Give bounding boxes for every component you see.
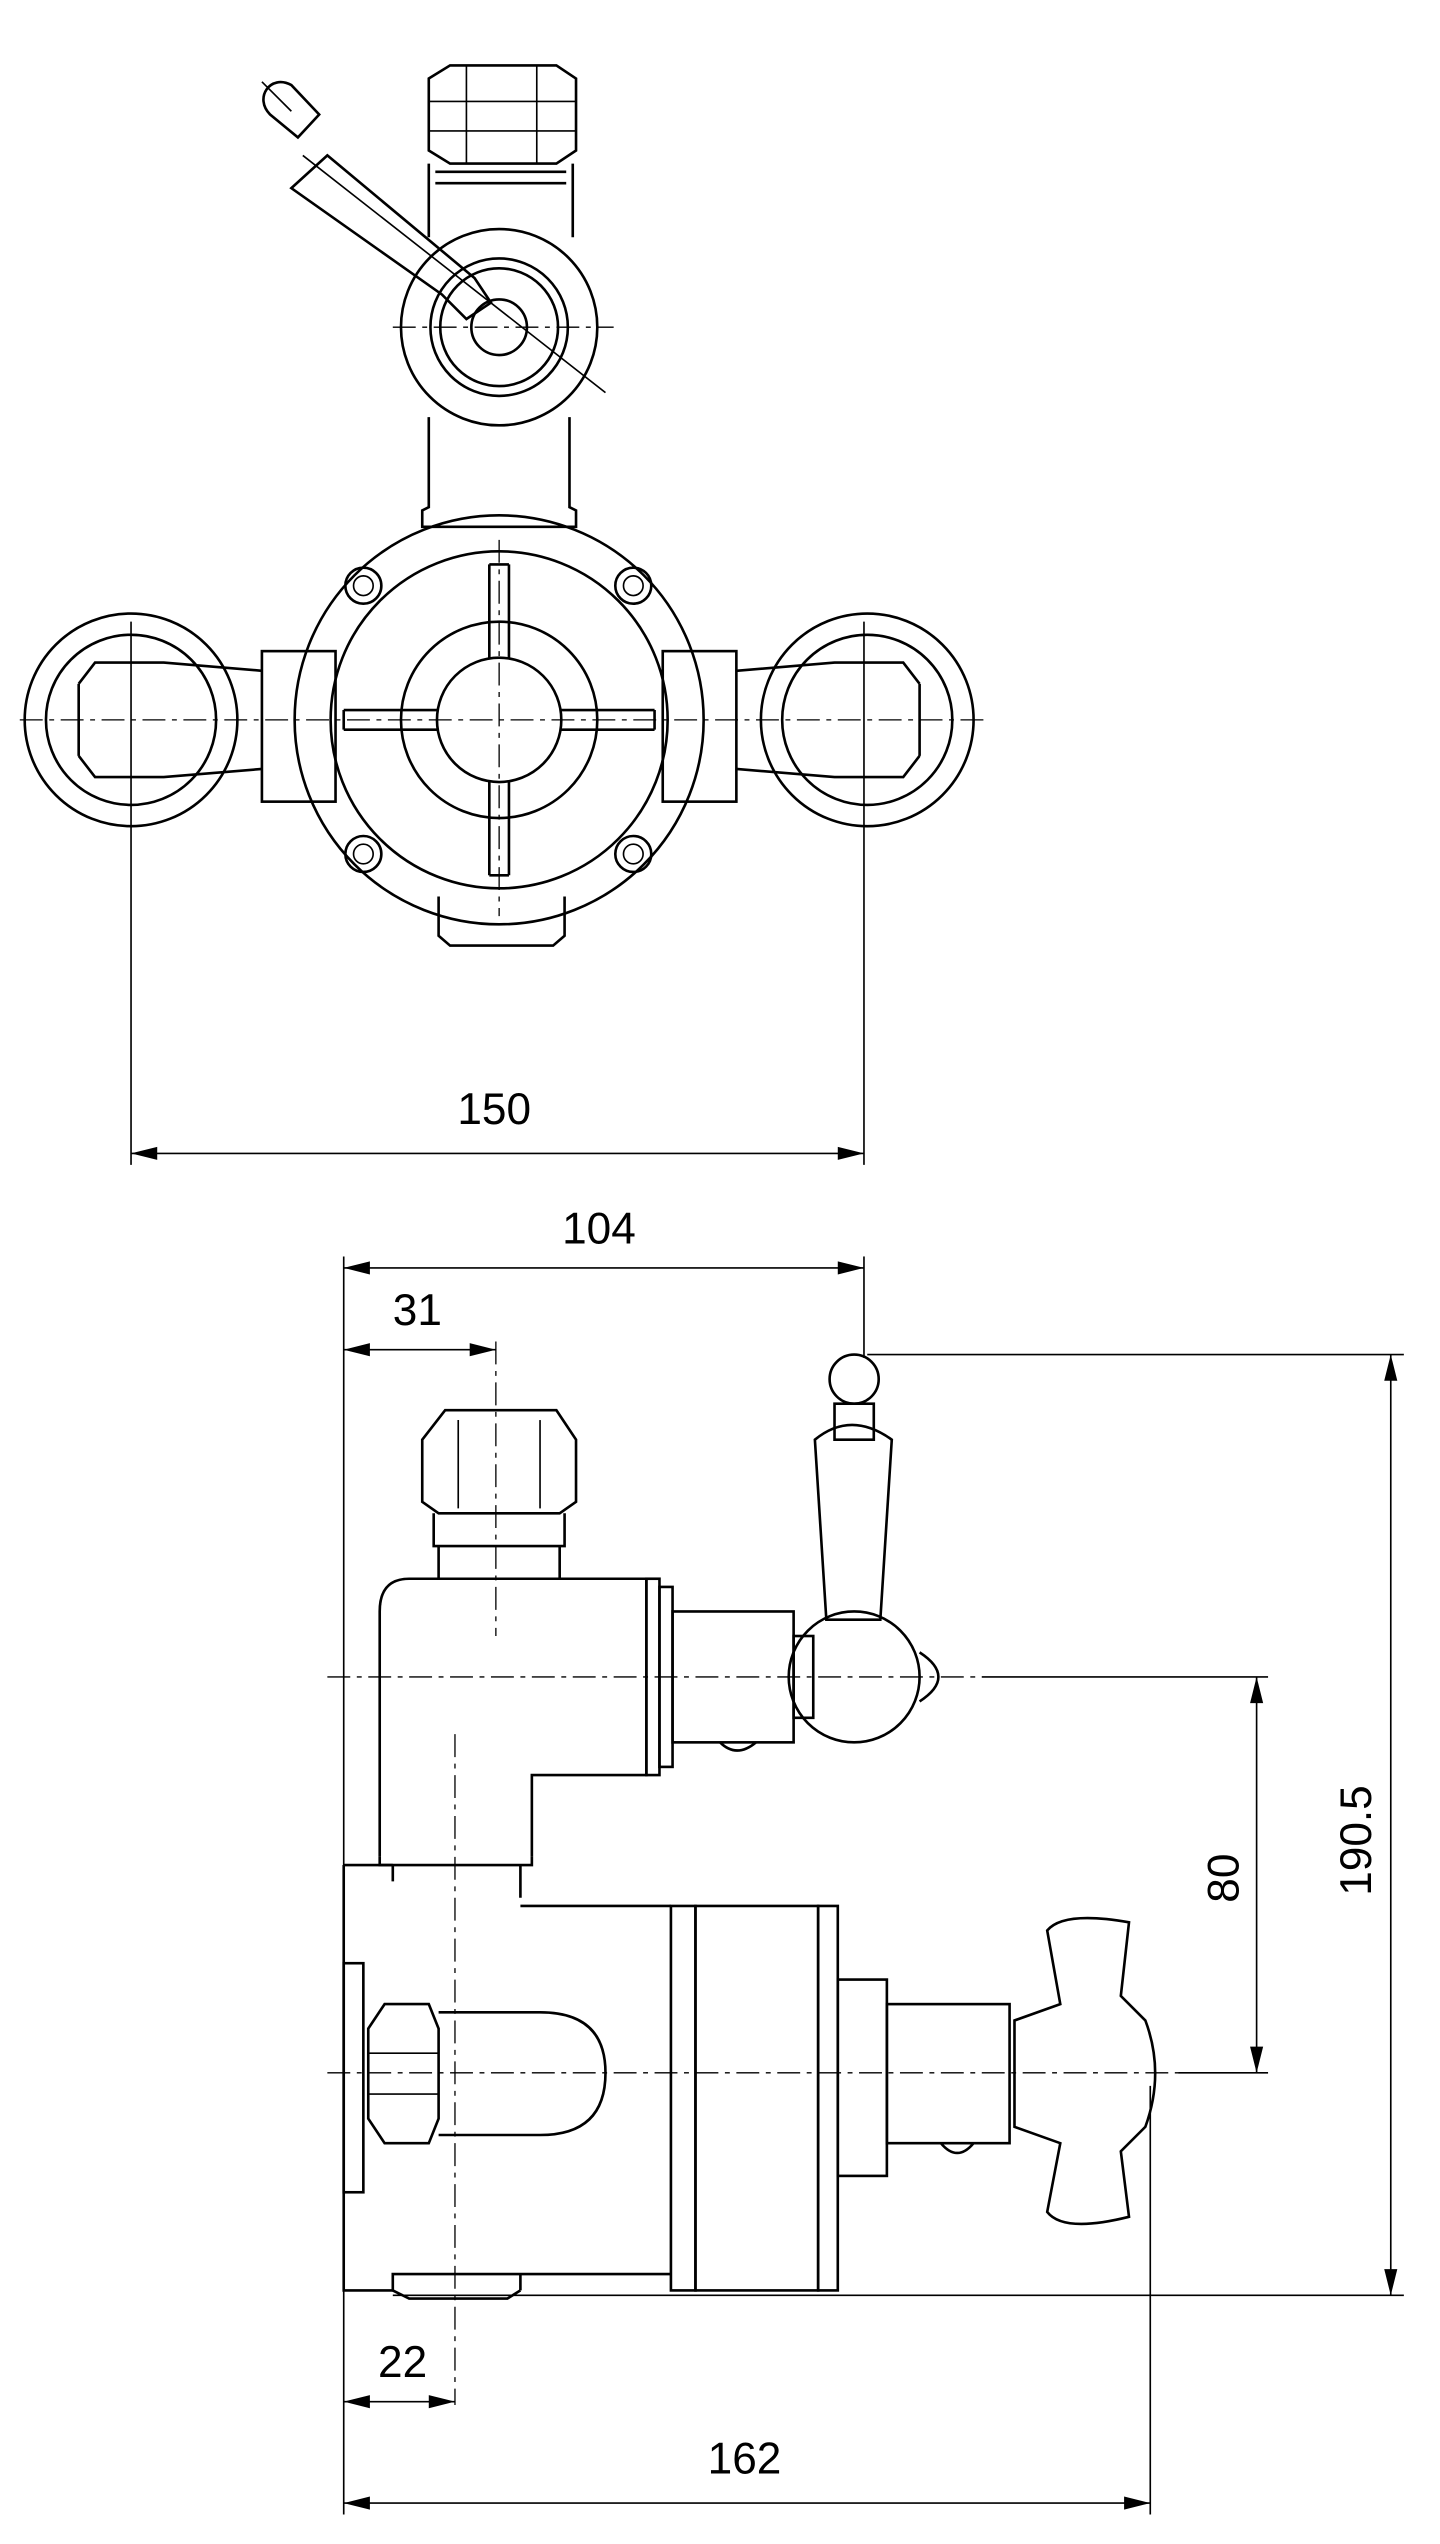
bolt-holes (344, 566, 653, 874)
dim-label-31: 31 (393, 1286, 442, 1335)
dim-label-150: 150 (457, 1085, 531, 1134)
dim-label-104: 104 (562, 1204, 636, 1253)
dim-label-80: 80 (1200, 1854, 1249, 1903)
dim-label-22: 22 (378, 2338, 427, 2387)
side-view (327, 1341, 1179, 2405)
dimension-150: 150 (130, 621, 865, 1165)
dim-label-162: 162 (708, 2435, 782, 2484)
front-view (19, 64, 990, 947)
side-dimensions: 104 31 190.5 80 22 162 (342, 1204, 1404, 2515)
dim-label-190-5: 190.5 (1332, 1785, 1381, 1895)
